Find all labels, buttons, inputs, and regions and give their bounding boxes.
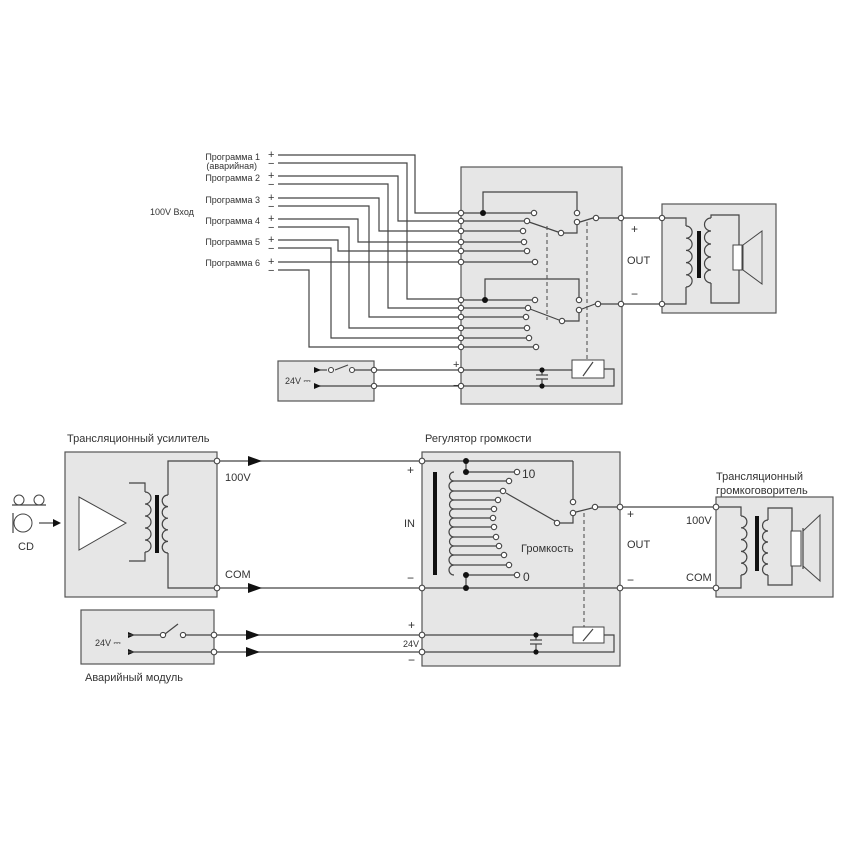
minus-mark: −	[268, 265, 274, 277]
tapped-coil-icon	[448, 471, 455, 576]
amplifier-triangle-icon	[78, 496, 128, 551]
in-plus-mark: +	[407, 463, 414, 477]
coil-icon	[703, 217, 712, 284]
junction-dots	[463, 458, 539, 655]
supply-label: 24V ⎓	[285, 376, 311, 386]
volume-step-contact	[490, 523, 498, 531]
emergency-supply-label: 24V ⎓	[95, 638, 121, 648]
relay	[571, 359, 605, 379]
supply-plus-mark: +	[408, 618, 415, 632]
emergency-title: Аварийный модуль	[85, 672, 183, 684]
program-labels: Программа 1 (аварийная) Программа 2 Прог…	[205, 149, 274, 277]
out-plus-mark: +	[627, 507, 634, 521]
program-wires	[278, 154, 461, 348]
minus-mark: −	[268, 222, 274, 234]
out-label: OUT	[627, 539, 651, 551]
volume-label: Громкость	[521, 543, 574, 555]
volume-step-contact	[505, 561, 513, 569]
input-label: 100V Вход	[150, 207, 195, 217]
volume-step-contact	[513, 468, 521, 476]
volume-step-contact	[500, 551, 508, 559]
in-label: IN	[404, 518, 415, 530]
speaker-100v-label: 100V	[686, 515, 712, 527]
signal-arrows	[246, 456, 262, 657]
volume-max-label: 10	[522, 467, 536, 481]
volume-min-label: 0	[523, 570, 530, 584]
minus-mark: −	[268, 201, 274, 213]
volume-step-contact	[513, 571, 521, 579]
speaker-module-top	[658, 203, 777, 314]
program-5-label: Программа 5	[205, 237, 260, 247]
speaker-title-line2: громкоговоритель	[716, 485, 808, 497]
coil-icon	[740, 515, 748, 576]
supply-minus-mark: −	[453, 380, 459, 392]
volume-regulator-module	[418, 451, 716, 667]
emergency-module: 24V ⎓	[80, 609, 218, 665]
speaker-title-line1: Трансляционный	[716, 471, 803, 483]
regulator-title: Регулятор громкости	[425, 433, 531, 445]
program-1-sublabel: (аварийная)	[206, 161, 257, 171]
selector-internal-wiring	[374, 191, 662, 387]
program-1-label: Программа 1	[205, 152, 260, 162]
amplifier-module	[64, 451, 218, 598]
plus-mark: +	[268, 149, 274, 161]
program-2-label: Программа 2	[205, 173, 260, 183]
in-minus-mark: −	[407, 571, 414, 585]
main-line-wires	[214, 460, 422, 653]
supply-minus-mark: −	[408, 653, 415, 667]
minus-mark: −	[268, 179, 274, 191]
terminals	[457, 209, 625, 390]
out-label: OUT	[627, 255, 651, 267]
program-6-label: Программа 6	[205, 258, 260, 268]
amplifier-title: Трансляционный усилитель	[67, 433, 210, 445]
program-selector-section: 100V Вход Программа 1 (аварийная) Програ…	[150, 149, 777, 405]
minus-mark: −	[268, 243, 274, 255]
amp-com-label: COM	[225, 569, 251, 581]
cd-label: CD	[18, 541, 34, 553]
program-3-label: Программа 3	[205, 195, 260, 205]
plus-mark: +	[268, 170, 274, 182]
minus-mark: −	[268, 158, 274, 170]
out-plus-mark: +	[631, 222, 638, 236]
volume-step-contact	[494, 496, 502, 504]
plus-mark: +	[268, 192, 274, 204]
speaker-com-label: COM	[686, 572, 712, 584]
supply-module: 24V ⎓	[277, 360, 378, 402]
amp-100v-label: 100V	[225, 472, 251, 484]
polarity-marks: + − + − + − + − + − + −	[268, 149, 274, 277]
out-minus-mark: −	[631, 287, 638, 301]
volume-step-contact	[495, 542, 503, 550]
coil-icon	[161, 494, 169, 554]
volume-control-section: CD Трансляционный усилитель 100V COM	[12, 433, 834, 684]
volume-step-contact	[490, 505, 498, 513]
plus-mark: +	[268, 256, 274, 268]
volume-step-contact	[499, 487, 507, 495]
volume-step-contact	[492, 533, 500, 541]
cd-source-icon: CD	[12, 494, 61, 553]
program-4-label: Программа 4	[205, 216, 260, 226]
out-minus-mark: −	[627, 573, 634, 587]
junction-dots	[480, 210, 545, 389]
plus-mark: +	[268, 234, 274, 246]
coil-icon	[761, 519, 769, 576]
plus-mark: +	[268, 213, 274, 225]
volume-step-contact	[489, 514, 497, 522]
supply-24v-label: 24V	[403, 639, 419, 649]
volume-step-contact	[505, 477, 513, 485]
coil-icon	[144, 491, 152, 553]
speaker-module-bottom	[712, 496, 834, 598]
supply-plus-mark: +	[453, 359, 459, 371]
coil-icon	[685, 225, 693, 288]
